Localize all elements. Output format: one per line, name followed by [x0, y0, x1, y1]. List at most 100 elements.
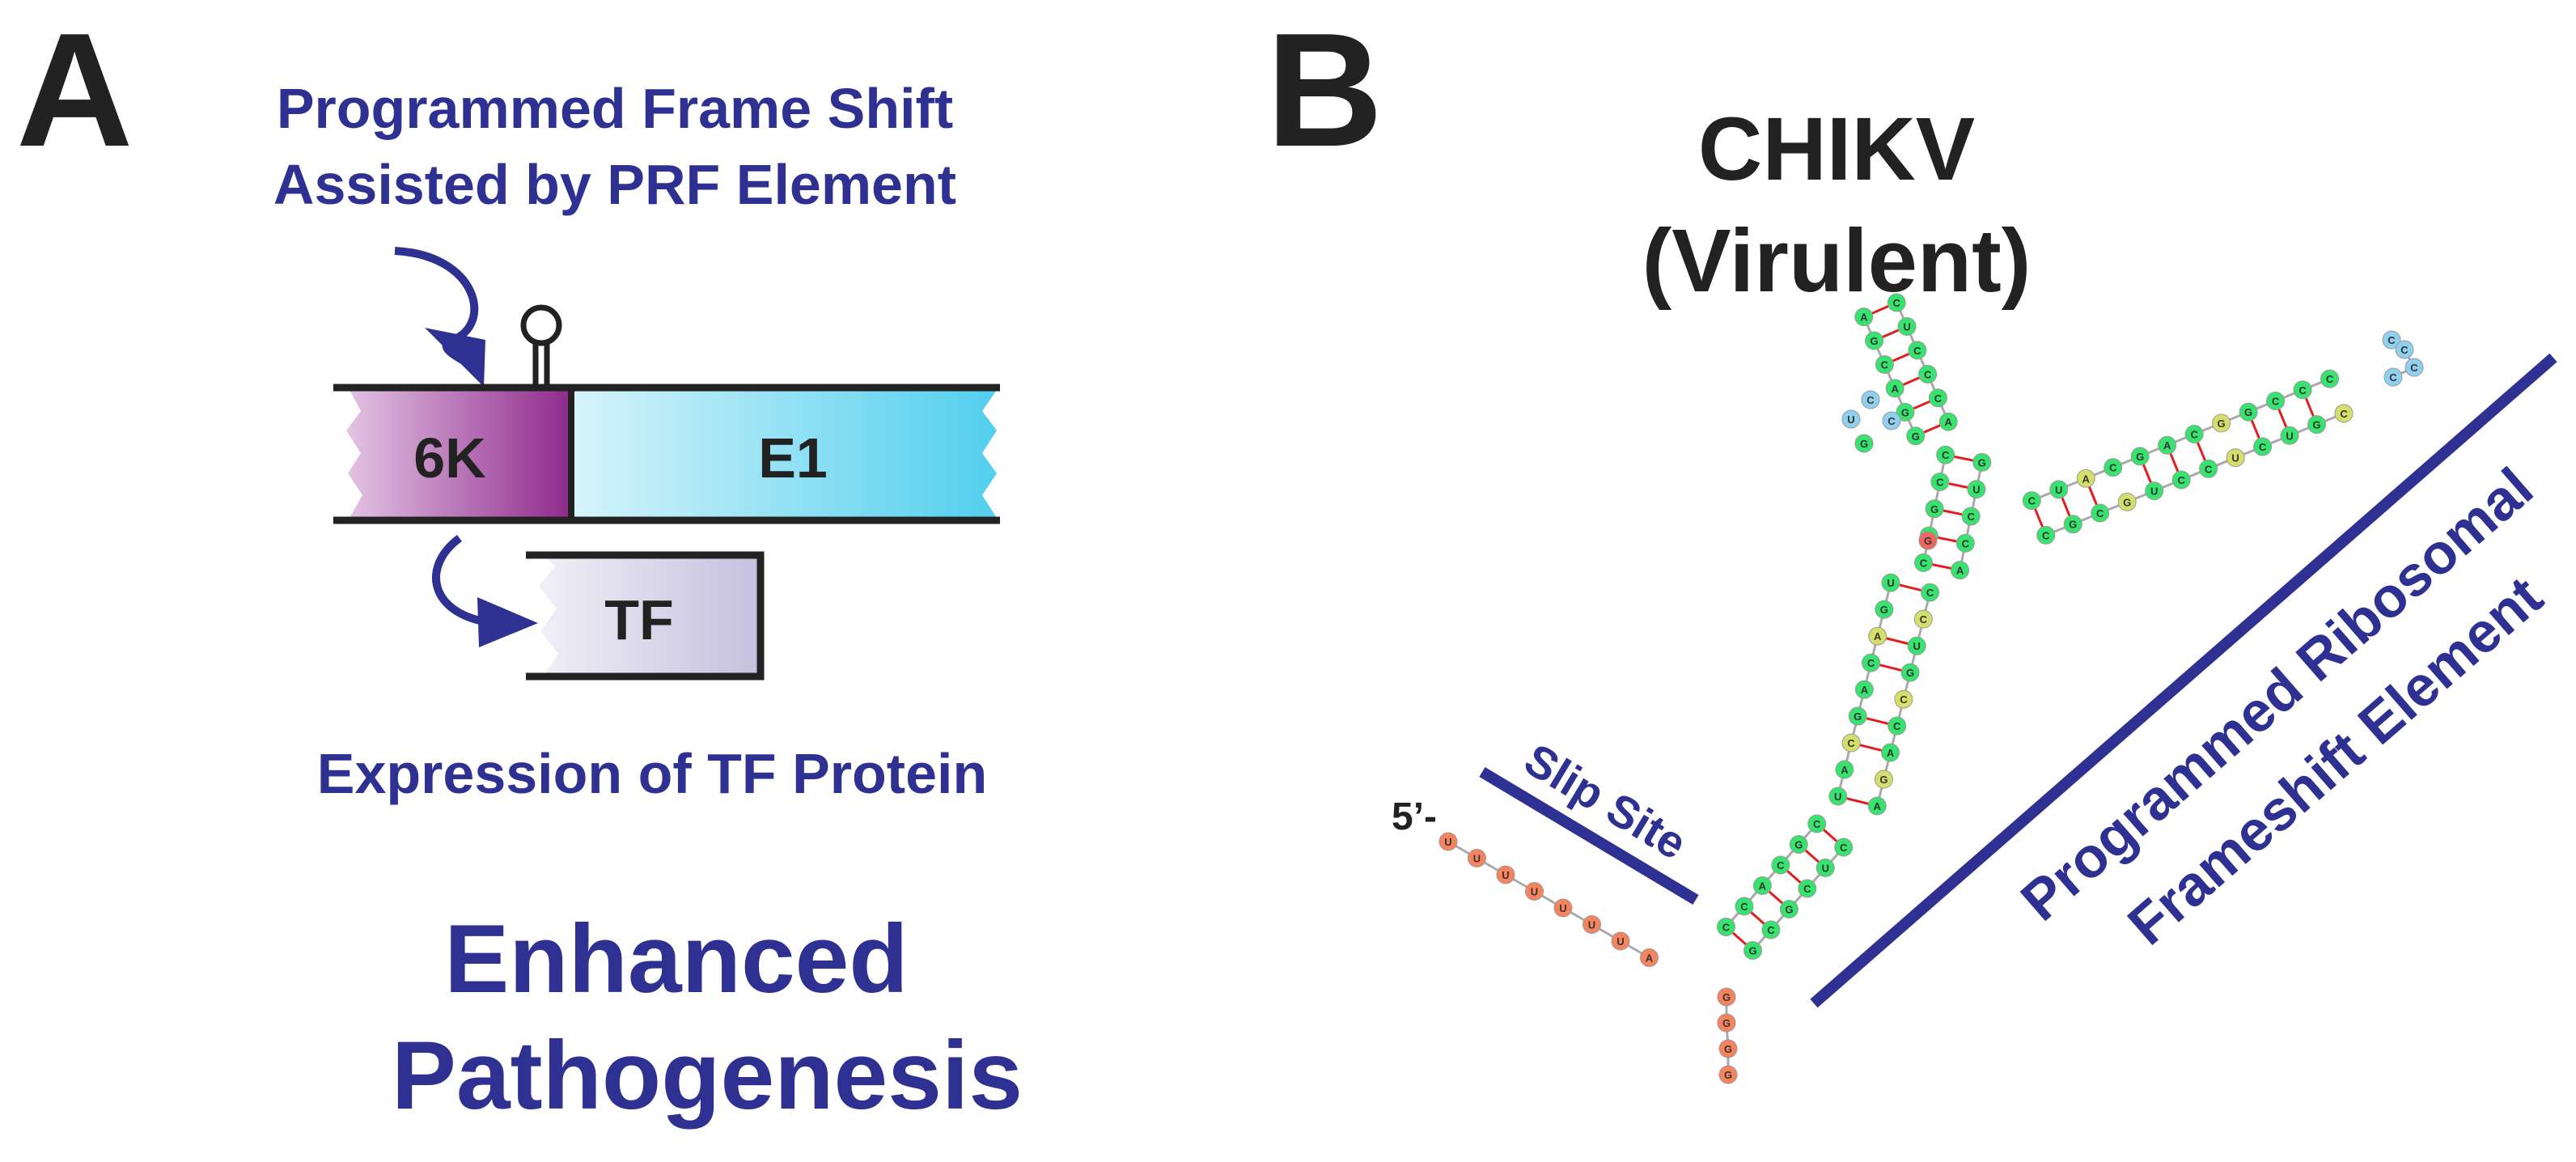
nucleotide-letter: G [1724, 1043, 1732, 1055]
stem-nucleotide [1771, 855, 1790, 875]
nucleotide-letter: U [1473, 853, 1481, 865]
nucleotide-letter: C [1840, 842, 1848, 854]
gene-e1-label: E1 [758, 426, 828, 490]
tail-nucleotide [1717, 1013, 1736, 1033]
stem-nucleotide [1735, 897, 1754, 916]
stem-nucleotide [1925, 499, 1944, 519]
nucleotide-letter: G [2123, 496, 2131, 508]
nucleotide-letter: U [1822, 863, 1829, 875]
loop-nucleotide [1882, 411, 1901, 430]
stem-nucleotide [1835, 760, 1854, 779]
gene-6k-label: 6K [413, 426, 485, 490]
stem-nucleotide [1789, 834, 1808, 854]
gene-e1-block [571, 390, 997, 518]
prf-annotation-line1: Programmed Frame Shift [277, 77, 953, 140]
gene-tf-border [526, 551, 765, 681]
stem-nucleotide [1885, 379, 1904, 398]
stem-nucleotide [1887, 293, 1906, 312]
panel-a-letter: A [16, 0, 133, 180]
stem-nucleotide [1906, 426, 1926, 446]
nucleotide-letter: C [1722, 921, 1731, 933]
nucleotide-letter: G [1748, 945, 1756, 957]
prf-annotation-line2: Assisted by PRF Element [273, 153, 956, 216]
loop-nucleotide [1854, 434, 1874, 453]
nucleotide-letter: A [1646, 952, 1654, 965]
stem-nucleotide [2239, 402, 2258, 422]
nucleotide-letter: C [1888, 415, 1896, 427]
nucleotide-letter: A [1956, 565, 1964, 577]
stem-nucleotide [2158, 435, 2177, 455]
nucleotide-letter: A [2163, 439, 2171, 452]
stem-nucleotide [1752, 876, 1772, 895]
nucleotide-letter: C [1803, 883, 1811, 895]
nucleotide-letter: C [1962, 537, 1970, 549]
stem-nucleotide [1862, 653, 1881, 672]
nucleotide-letter: U [2055, 484, 2062, 496]
nucleotide-letter: C [2028, 495, 2036, 507]
nucleotide-letter: G [1978, 456, 1986, 469]
nucleotide-letter: G [2312, 419, 2320, 431]
nucleotide-letter: G [2069, 519, 2077, 531]
nucleotide-letter: A [1759, 880, 1767, 892]
nucleotide-letter: G [2244, 406, 2252, 418]
nucleotide-letter: A [1874, 800, 1882, 812]
nucleotide-letter: G [2136, 451, 2144, 463]
nucleotide-letter: G [1860, 438, 1868, 450]
stem-nucleotide [1888, 716, 1907, 736]
frameshift-arrow-lower [432, 534, 494, 627]
nucleotide-letter: A [1860, 312, 1868, 324]
stem-nucleotide [2307, 415, 2327, 435]
stem-nucleotide [1779, 900, 1799, 919]
nucleotide-letter: C [1767, 924, 1775, 936]
nucleotide-letter: C [1847, 737, 1855, 749]
panel-b: B CHIKV (Virulent) Slip Site Programmed … [1266, 0, 2557, 1084]
five-prime-label: 5’- [1392, 795, 1437, 838]
nucleotide-letter: G [1722, 1017, 1731, 1029]
nucleotide-letter: C [2389, 371, 2397, 384]
panel-a: A Programmed Frame Shift Assisted by PRF… [16, 0, 1023, 1130]
stem-nucleotide [1936, 445, 1955, 464]
gene-6k-block [346, 390, 571, 518]
stem-nucleotide [1955, 533, 1975, 553]
nucleotide-letter: C [1867, 657, 1875, 669]
stem-nucleotide [1868, 626, 1888, 646]
stem-nucleotide [1938, 412, 1958, 431]
nucleotide-letter: U [1903, 320, 1910, 333]
nucleotide-letter: C [1913, 345, 1921, 357]
stem-nucleotide [1841, 733, 1861, 753]
nucleotide-letter: A [1861, 684, 1869, 696]
stem-nucleotide [2320, 369, 2340, 388]
stem-nucleotide [2293, 380, 2312, 400]
nucleotide-letter: A [1887, 747, 1895, 759]
nucleotide-letter: U [2231, 452, 2239, 464]
nucleotide-letter: C [2190, 429, 2198, 441]
virus-phenotype: (Virulent) [1642, 211, 2032, 311]
tail-nucleotide [1717, 987, 1736, 1007]
frameshift-arrow-upper-head [425, 328, 485, 387]
stem-nucleotide [2145, 481, 2164, 501]
stem-nucleotide [1761, 920, 1781, 939]
nucleotide-letter: C [1866, 394, 1875, 406]
nucleotide-letter: C [1924, 368, 1932, 380]
nucleotide-letter: A [1945, 416, 1953, 428]
nucleotide-letter: C [1881, 358, 1889, 371]
nucleotide-letter: G [1722, 991, 1731, 1003]
nucleotide-letter: U [1531, 886, 1538, 898]
nucleotide-letter: C [2340, 408, 2348, 420]
stem-nucleotide [1875, 600, 1894, 619]
nucleotide-letter: C [1934, 392, 1943, 405]
stem-nucleotide [1951, 561, 1970, 580]
stem-nucleotide [2334, 404, 2354, 423]
stem-nucleotide [1972, 452, 1992, 472]
tail-nucleotide [1553, 898, 1573, 918]
tail-nucleotide [1468, 849, 1486, 867]
nucleotide-letter: U [1502, 869, 1509, 881]
nucleotide-letter: G [1901, 406, 1909, 418]
stem-nucleotide [2199, 459, 2218, 478]
nucleotide-letter: G [1879, 774, 1888, 786]
nucleotide-letter: G [1794, 838, 1803, 850]
nucleotide-letter: A [1874, 630, 1882, 642]
nucleotide-letter: A [1841, 764, 1849, 776]
nucleotide-letter: C [2410, 362, 2418, 374]
